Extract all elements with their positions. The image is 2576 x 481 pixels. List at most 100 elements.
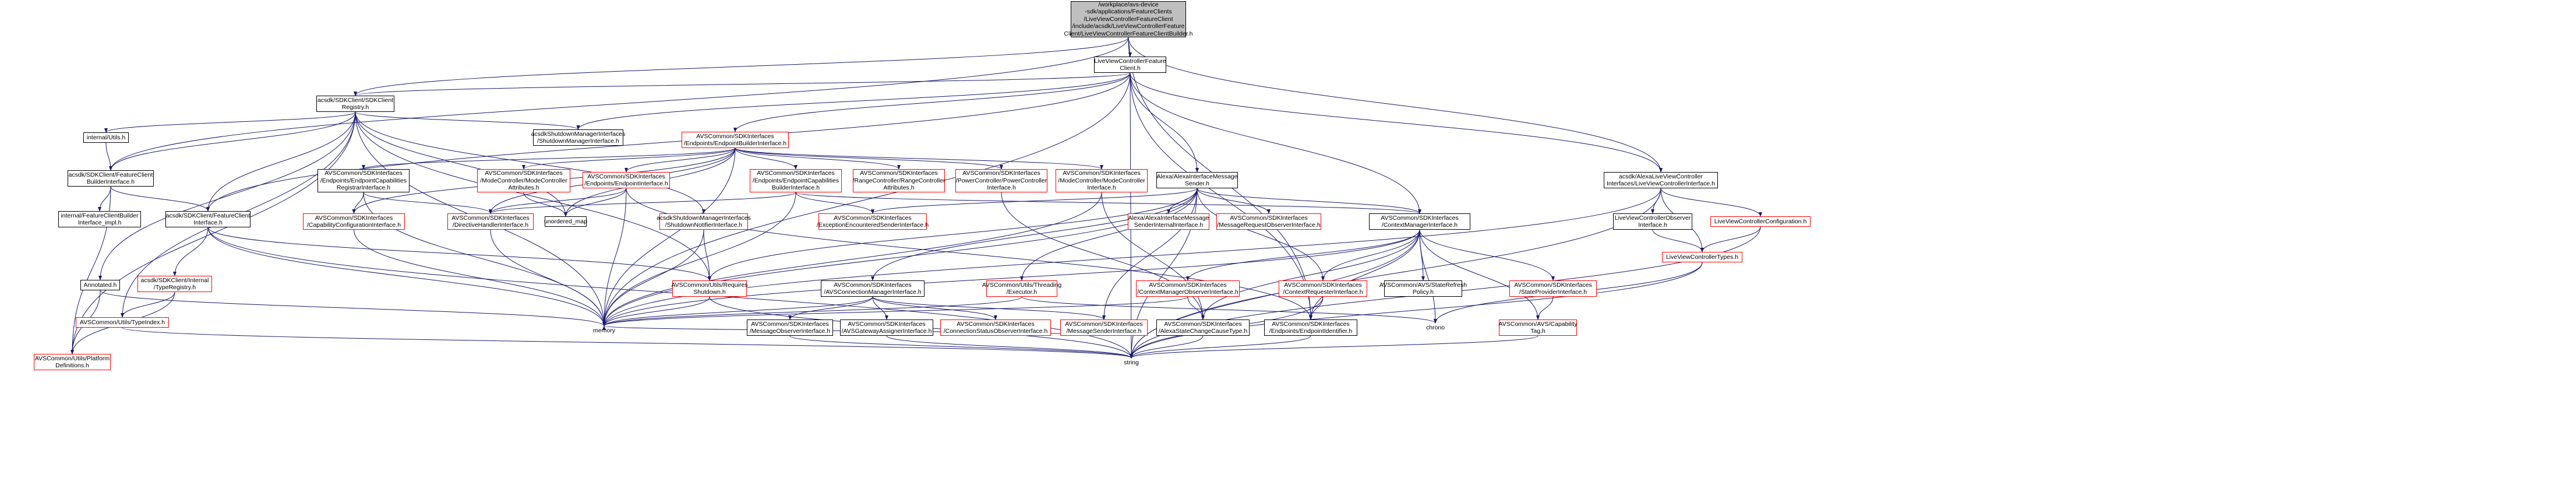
edge-modectl-to-memory bbox=[602, 192, 1102, 326]
edge-epinterface-to-epidentifier bbox=[626, 188, 1312, 320]
edge-ctxmgr-to-statechange bbox=[1201, 229, 1420, 320]
edge-epbuilder-to-modectl bbox=[735, 148, 1103, 170]
node-string[interactable]: string bbox=[1124, 359, 1139, 366]
edge-alexamsgsender-to-ctxmgr bbox=[1197, 188, 1421, 214]
edge-epbuilder-to-memory bbox=[602, 148, 736, 326]
edge-lvcobserver-to-lvctypes bbox=[1652, 229, 1704, 252]
node-internal-utils[interactable]: internal/Utils.h bbox=[83, 132, 129, 143]
edge-annotated-to-memory bbox=[100, 290, 606, 326]
edge-capcfg-to-memory bbox=[354, 229, 606, 326]
node-context-requester[interactable]: AVSCommon/SDKInterfaces /ContextRequeste… bbox=[1279, 280, 1367, 297]
node-context-manager-interface[interactable]: AVSCommon/SDKInterfaces /ContextManagerI… bbox=[1369, 213, 1470, 230]
edge-epinterface-to-memory bbox=[602, 188, 627, 326]
edge-alexamsgsender-to-reqshutdown bbox=[708, 188, 1198, 281]
edge-sdkreg-to-fcinterface bbox=[206, 111, 356, 212]
node-message-observer[interactable]: AVSCommon/SDKInterfaces /MessageObserver… bbox=[747, 320, 833, 336]
edge-sdkreg-to-internalutils bbox=[104, 111, 356, 133]
node-range-controller-attributes[interactable]: AVSCommon/SDKInterfaces /RangeController… bbox=[852, 169, 945, 192]
node-mode-controller-interface[interactable]: AVSCommon/SDKInterfaces /ModeController/… bbox=[1056, 169, 1148, 192]
node-feature-client-interface[interactable]: acsdk/SDKClient/FeatureClient Interface.… bbox=[165, 211, 250, 227]
node-alexa-interface-message-sender[interactable]: Alexa/AlexaInterfaceMessage Sender.h bbox=[1156, 172, 1238, 188]
node-mode-controller-attributes[interactable]: AVSCommon/SDKInterfaces /ModeController/… bbox=[477, 169, 570, 192]
node-endpoint-capabilities-builder[interactable]: AVSCommon/SDKInterfaces /Endpoints/Endpo… bbox=[750, 169, 842, 192]
edge-alexamsgsender-to-msgsender bbox=[1102, 188, 1198, 320]
node-root-header[interactable]: /workplace/avs-device -sdk/applications/… bbox=[1064, 1, 1193, 37]
edge-root-to-lvcinterface bbox=[1128, 37, 1663, 173]
node-endpoint-capabilities-registrar[interactable]: AVSCommon/SDKInterfaces /Endpoints/Endpo… bbox=[317, 169, 410, 192]
node-live-view-controller-configuration[interactable]: LiveViewControllerConfiguration.h bbox=[1710, 216, 1811, 227]
edge-lvcfc-to-sdkreg bbox=[354, 72, 1131, 96]
node-capability-configuration[interactable]: AVSCommon/SDKInterfaces /CapabilityConfi… bbox=[303, 213, 405, 230]
node-type-index[interactable]: AVSCommon/Utils/TypeIndex.h bbox=[76, 317, 169, 328]
node-endpoint-identifier[interactable]: AVSCommon/SDKInterfaces /Endpoints/Endpo… bbox=[1264, 320, 1357, 336]
edge-lvcinterface-to-memory bbox=[602, 188, 1661, 326]
edge-ctxmgr-to-memory bbox=[602, 229, 1420, 326]
edge-epcapbuilder-to-memory bbox=[602, 192, 796, 326]
node-memory[interactable]: memory bbox=[593, 326, 615, 334]
node-connection-status-observer[interactable]: AVSCommon/SDKInterfaces /ConnectionStatu… bbox=[940, 320, 1051, 336]
node-endpoint-interface[interactable]: AVSCommon/SDKInterfaces /Endpoints/Endpo… bbox=[583, 172, 670, 188]
node-message-request-observer[interactable]: AVSCommon/SDKInterfaces /MessageRequestO… bbox=[1216, 213, 1321, 230]
node-live-view-controller-observer[interactable]: LiveViewControllerObserver Interface.h bbox=[1613, 213, 1692, 230]
edge-typeindex-to-string bbox=[122, 327, 1133, 359]
edge-dirhandler-to-memory bbox=[490, 229, 606, 326]
node-exception-encountered-sender[interactable]: AVSCommon/SDKInterfaces /ExceptionEncoun… bbox=[816, 213, 929, 230]
node-feature-client-builder-interface[interactable]: acsdk/SDKClient/FeatureClient BuilderInt… bbox=[68, 170, 154, 187]
node-threading-executor[interactable]: AVSCommon/Utils/Threading /Executor.h bbox=[982, 280, 1062, 297]
edge-fcbuilder-to-fcinterface bbox=[110, 186, 210, 212]
edge-fcinterface-to-typeregistry bbox=[173, 227, 209, 276]
edge-root-to-sdkreg bbox=[354, 37, 1129, 96]
edge-msgobs-to-string bbox=[789, 335, 1133, 359]
node-alexa-state-change-cause[interactable]: AVSCommon/SDKInterfaces /AlexaStateChang… bbox=[1156, 320, 1250, 336]
node-capability-tag[interactable]: AVSCommon/AVS/Capability Tag.h bbox=[1498, 320, 1578, 336]
node-requires-shutdown[interactable]: AVSCommon/Utils/Requires Shutdown.h bbox=[671, 280, 748, 297]
edge-lvcfc-to-alexamsgsender bbox=[1130, 72, 1199, 173]
node-live-view-controller-interface[interactable]: acsdk/AlexaLiveViewController Interfaces… bbox=[1604, 172, 1718, 188]
edge-alexamsgsender-to-msgreqobs bbox=[1197, 188, 1271, 214]
node-gateway-assigner[interactable]: AVSCommon/SDKInterfaces /AVSGatewayAssig… bbox=[840, 320, 933, 336]
edge-epcapbuilder-to-ctxmgr bbox=[795, 192, 1421, 214]
edge-epcapreg-to-memory bbox=[363, 192, 606, 326]
node-unordered-map[interactable]: unordered_map bbox=[544, 216, 587, 227]
edge-shutdownnotifier-to-reqshutdown bbox=[703, 229, 711, 281]
node-shutdown-manager-interface[interactable]: acsdkShutdownManagerInterfaces /Shutdown… bbox=[531, 129, 626, 146]
edge-captag-to-string bbox=[1130, 335, 1538, 359]
node-power-controller-interface[interactable]: AVSCommon/SDKInterfaces /PowerController… bbox=[955, 169, 1047, 192]
edge-sdkreg-to-shutdownmgr bbox=[355, 111, 580, 130]
edge-connmgr-to-gwassigner bbox=[872, 296, 888, 320]
edge-connmgr-to-memory bbox=[602, 296, 873, 326]
node-sdk-client-registry[interactable]: acsdk/SDKClient/SDKClient Registry.h bbox=[316, 96, 394, 112]
node-annotated[interactable]: Annotated.h bbox=[80, 280, 120, 290]
node-endpoint-builder-interface[interactable]: AVSCommon/SDKInterfaces /Endpoints/Endpo… bbox=[682, 132, 789, 148]
node-context-manager-observer[interactable]: AVSCommon/SDKInterfaces /ContextManagerO… bbox=[1136, 280, 1240, 297]
edge-ctxmgrobs-to-memory bbox=[602, 296, 1188, 326]
edge-epbuilder-to-modeattr bbox=[522, 148, 736, 170]
edge-epidentifier-to-string bbox=[1130, 335, 1311, 359]
node-directive-handler[interactable]: AVSCommon/SDKInterfaces /DirectiveHandle… bbox=[447, 213, 534, 230]
node-avs-connection-manager[interactable]: AVSCommon/SDKInterfaces /AVSConnectionMa… bbox=[821, 280, 924, 297]
edge-lvcfc-to-epbuilder bbox=[733, 72, 1131, 132]
edge-alexamsgsender-to-connmgr bbox=[871, 188, 1198, 281]
node-shutdown-notifier[interactable]: acsdkShutdownManagerInterfaces /Shutdown… bbox=[657, 213, 751, 230]
node-feature-client-builder-impl[interactable]: internal/FeatureClientBuilder Interface_… bbox=[58, 211, 141, 227]
edge-epbuilder-to-epinterface bbox=[624, 148, 736, 173]
node-live-view-controller-feature-client[interactable]: LiveViewControllerFeature Client.h bbox=[1094, 57, 1166, 73]
edge-connmgr-to-msgobs bbox=[788, 296, 873, 320]
edge-ctxmgr-to-stateprovider bbox=[1419, 229, 1555, 281]
edge-lvcfc-to-lvcinterface bbox=[1130, 72, 1663, 173]
edge-gwassigner-to-string bbox=[886, 335, 1133, 359]
node-message-sender[interactable]: AVSCommon/SDKInterfaces /MessageSenderIn… bbox=[1060, 320, 1148, 336]
edge-ctxmgrobs-to-statechange bbox=[1187, 296, 1205, 320]
node-state-provider[interactable]: AVSCommon/SDKInterfaces /StateProviderIn… bbox=[1509, 280, 1597, 297]
edge-lvcfc-to-shutdownmgr bbox=[576, 72, 1131, 130]
node-state-refresh-policy[interactable]: AVSCommon/AVS/StateRefresh Policy.h bbox=[1379, 280, 1467, 297]
node-live-view-controller-types[interactable]: LiveViewControllerTypes.h bbox=[1662, 252, 1742, 262]
node-chrono[interactable]: chrono bbox=[1425, 324, 1445, 331]
edge-lvcfc-to-epidentifier bbox=[1130, 72, 1312, 320]
node-type-registry[interactable]: acsdk/SDKClient/Internal /TypeRegistry.h bbox=[137, 276, 212, 292]
edge-ctxmgr-to-epidentifier bbox=[1309, 229, 1420, 320]
node-alexa-message-sender-internal[interactable]: Alexa/AlexaInterfaceMessage SenderIntern… bbox=[1128, 213, 1209, 230]
node-platform-definitions[interactable]: AVSCommon/Utils/Platform Definitions.h bbox=[34, 354, 111, 370]
edge-sdkreg-to-fcbuilder bbox=[109, 111, 356, 171]
